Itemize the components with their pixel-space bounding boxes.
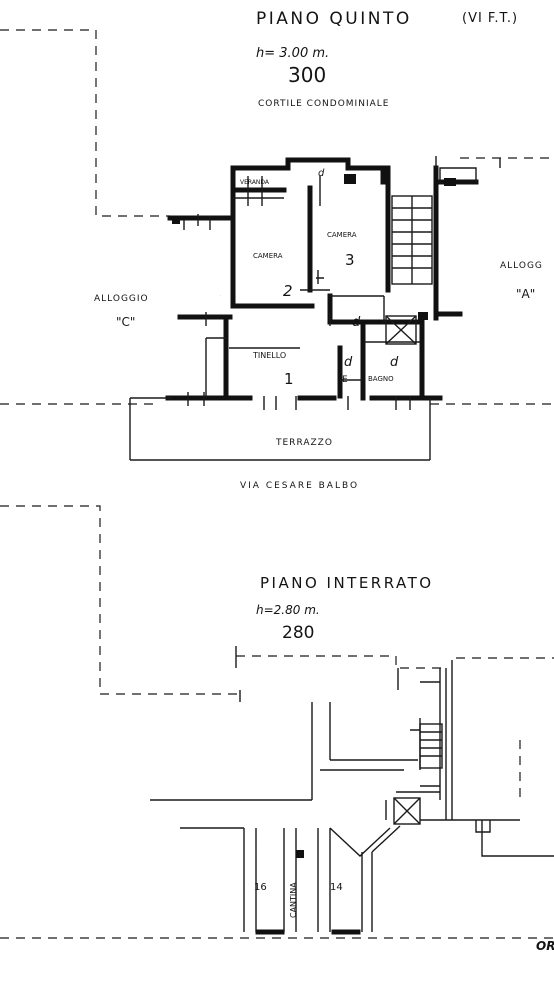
staircase-upper — [391, 195, 433, 285]
mark-e: E — [342, 375, 348, 385]
room-tinello-label: TINELLO — [252, 351, 286, 360]
mark-d: d — [344, 355, 353, 370]
mark-d: d — [390, 355, 399, 370]
unit-a-letter: "A" — [516, 287, 535, 301]
courtyard-label: CORTILE CONDOMINIALE — [258, 99, 389, 109]
upper-floor-title: PIANO QUINTO — [256, 9, 412, 29]
lower-floor-title: PIANO INTERRATO — [260, 574, 434, 592]
upper-thin-lines — [129, 156, 501, 461]
mark-d: d — [352, 315, 361, 330]
room-tinello-number: 1 — [284, 370, 294, 388]
mark-d: d — [318, 168, 325, 179]
unit-c-letter: "C" — [116, 315, 135, 329]
room-veranda-label: VERANDA — [240, 179, 270, 186]
apartment-walls — [165, 157, 479, 401]
upper-floor-title-note: (VI F.T.) — [462, 11, 518, 26]
room-camera-3-label: CAMERA — [327, 231, 357, 239]
wall-block — [296, 850, 304, 858]
mark-d: d — [220, 295, 221, 297]
cellar-number-16: 16 — [254, 882, 267, 893]
elevator-shaft-upper — [385, 315, 417, 345]
neighbor-outline-lower-left — [0, 505, 240, 695]
wall-block — [418, 312, 428, 320]
unit-c-label: ALLOGGIO — [94, 294, 149, 304]
upper-floor-plan: PIANO QUINTO (VI F.T.) h= 3.00 m. 300 CO… — [0, 9, 554, 491]
room-camera-2-number: 2 — [283, 282, 293, 300]
lower-thin-lines — [150, 646, 554, 932]
lower-height-note: h=2.80 m. — [256, 603, 320, 617]
wall-block — [172, 216, 180, 224]
lower-floor-plan: PIANO INTERRATO h=2.80 m. 280 CANTINA 16… — [0, 505, 554, 953]
unit-a-label: ALLOGG — [500, 261, 543, 271]
corner-text: OR — [536, 939, 554, 953]
window-ticks — [183, 176, 411, 410]
cellar-label: CANTINA — [289, 882, 298, 918]
neighbor-outline-lower-top — [236, 655, 444, 669]
elevator-shaft-lower — [393, 797, 421, 825]
room-terrazzo-label: TERRAZZO — [275, 438, 333, 448]
upper-height-note: h= 3.00 m. — [256, 46, 329, 61]
room-bagno-label: BAGNO — [368, 375, 394, 383]
upper-height-value: 300 — [288, 63, 326, 87]
neighbor-outline-upper-left — [0, 29, 170, 217]
cellar-number-14: 14 — [330, 882, 343, 893]
room-camera-3-number: 3 — [345, 251, 355, 269]
lower-height-value: 280 — [282, 623, 314, 643]
wall-block — [344, 174, 356, 184]
wall-block — [444, 178, 456, 186]
room-camera-2-label: CAMERA — [253, 252, 283, 260]
street-label: VIA CESARE BALBO — [240, 481, 359, 491]
staircase-lower — [419, 723, 443, 769]
